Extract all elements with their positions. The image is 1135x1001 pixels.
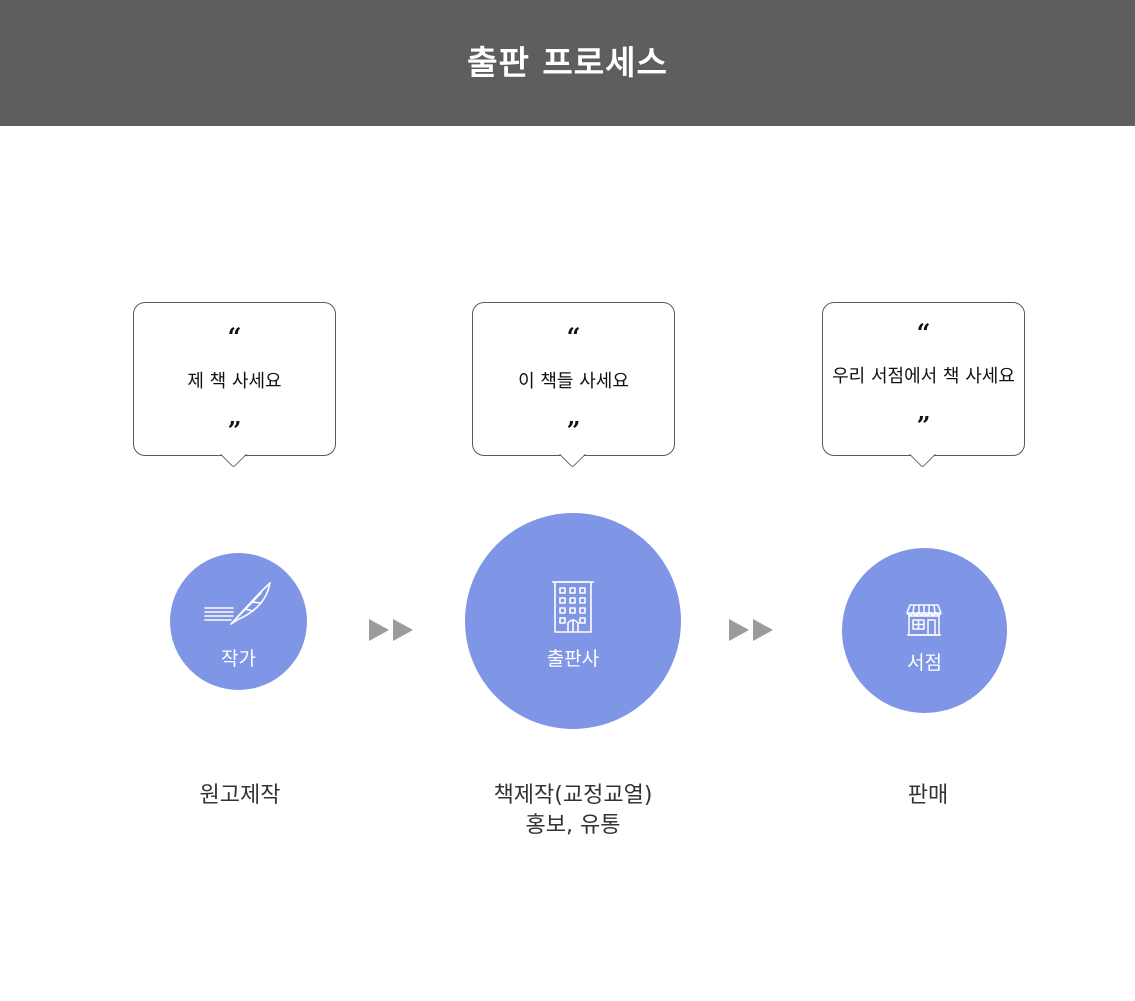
double-right-triangle-icon bbox=[729, 619, 773, 641]
bubble-tail bbox=[559, 441, 586, 468]
bubble-text-bookstore: 우리 서점에서 책 사세요 bbox=[832, 366, 1015, 387]
caption-author: 원고제작 bbox=[140, 781, 340, 811]
bookstore-node: 서점 bbox=[842, 548, 1007, 713]
close-quote-icon: ” bbox=[566, 416, 581, 445]
caption-line: 홍보, 유통 bbox=[525, 813, 621, 838]
bubble-tail bbox=[220, 441, 247, 468]
speech-bubble-bookstore: “ 우리 서점에서 책 사세요 ” bbox=[822, 302, 1025, 468]
caption-line: 판매 bbox=[907, 783, 949, 808]
close-quote-icon: ” bbox=[227, 416, 242, 445]
page-header: 출판 프로세스 bbox=[0, 0, 1135, 126]
node-label-author: 작가 bbox=[221, 648, 256, 670]
caption-line: 원고제작 bbox=[199, 783, 281, 808]
bubble-text-author: 제 책 사세요 bbox=[187, 371, 282, 392]
publisher-node: 출판사 bbox=[465, 513, 681, 729]
open-quote-icon: “ bbox=[916, 318, 931, 347]
open-quote-icon: “ bbox=[566, 322, 581, 351]
close-quote-icon: ” bbox=[916, 411, 931, 440]
quill-pen-icon bbox=[204, 582, 271, 625]
open-quote-icon: “ bbox=[227, 322, 242, 351]
node-label-publisher: 출판사 bbox=[546, 648, 600, 670]
page-title: 출판 프로세스 bbox=[467, 43, 668, 82]
office-building-icon bbox=[552, 581, 594, 633]
storefront-icon bbox=[906, 604, 942, 636]
speech-bubble-author: “ 제 책 사세요 ” bbox=[133, 302, 336, 468]
node-label-bookstore: 서점 bbox=[907, 652, 942, 674]
bubble-tail bbox=[909, 441, 936, 468]
caption-publisher: 책제작(교정교열) 홍보, 유통 bbox=[448, 781, 698, 841]
author-node: 작가 bbox=[170, 553, 307, 690]
double-right-triangle-icon bbox=[369, 619, 413, 641]
speech-bubble-publisher: “ 이 책들 사세요 ” bbox=[472, 302, 675, 468]
caption-bookstore: 판매 bbox=[828, 781, 1028, 811]
bubble-text-publisher: 이 책들 사세요 bbox=[518, 371, 629, 392]
caption-line: 책제작(교정교열) bbox=[493, 783, 653, 808]
